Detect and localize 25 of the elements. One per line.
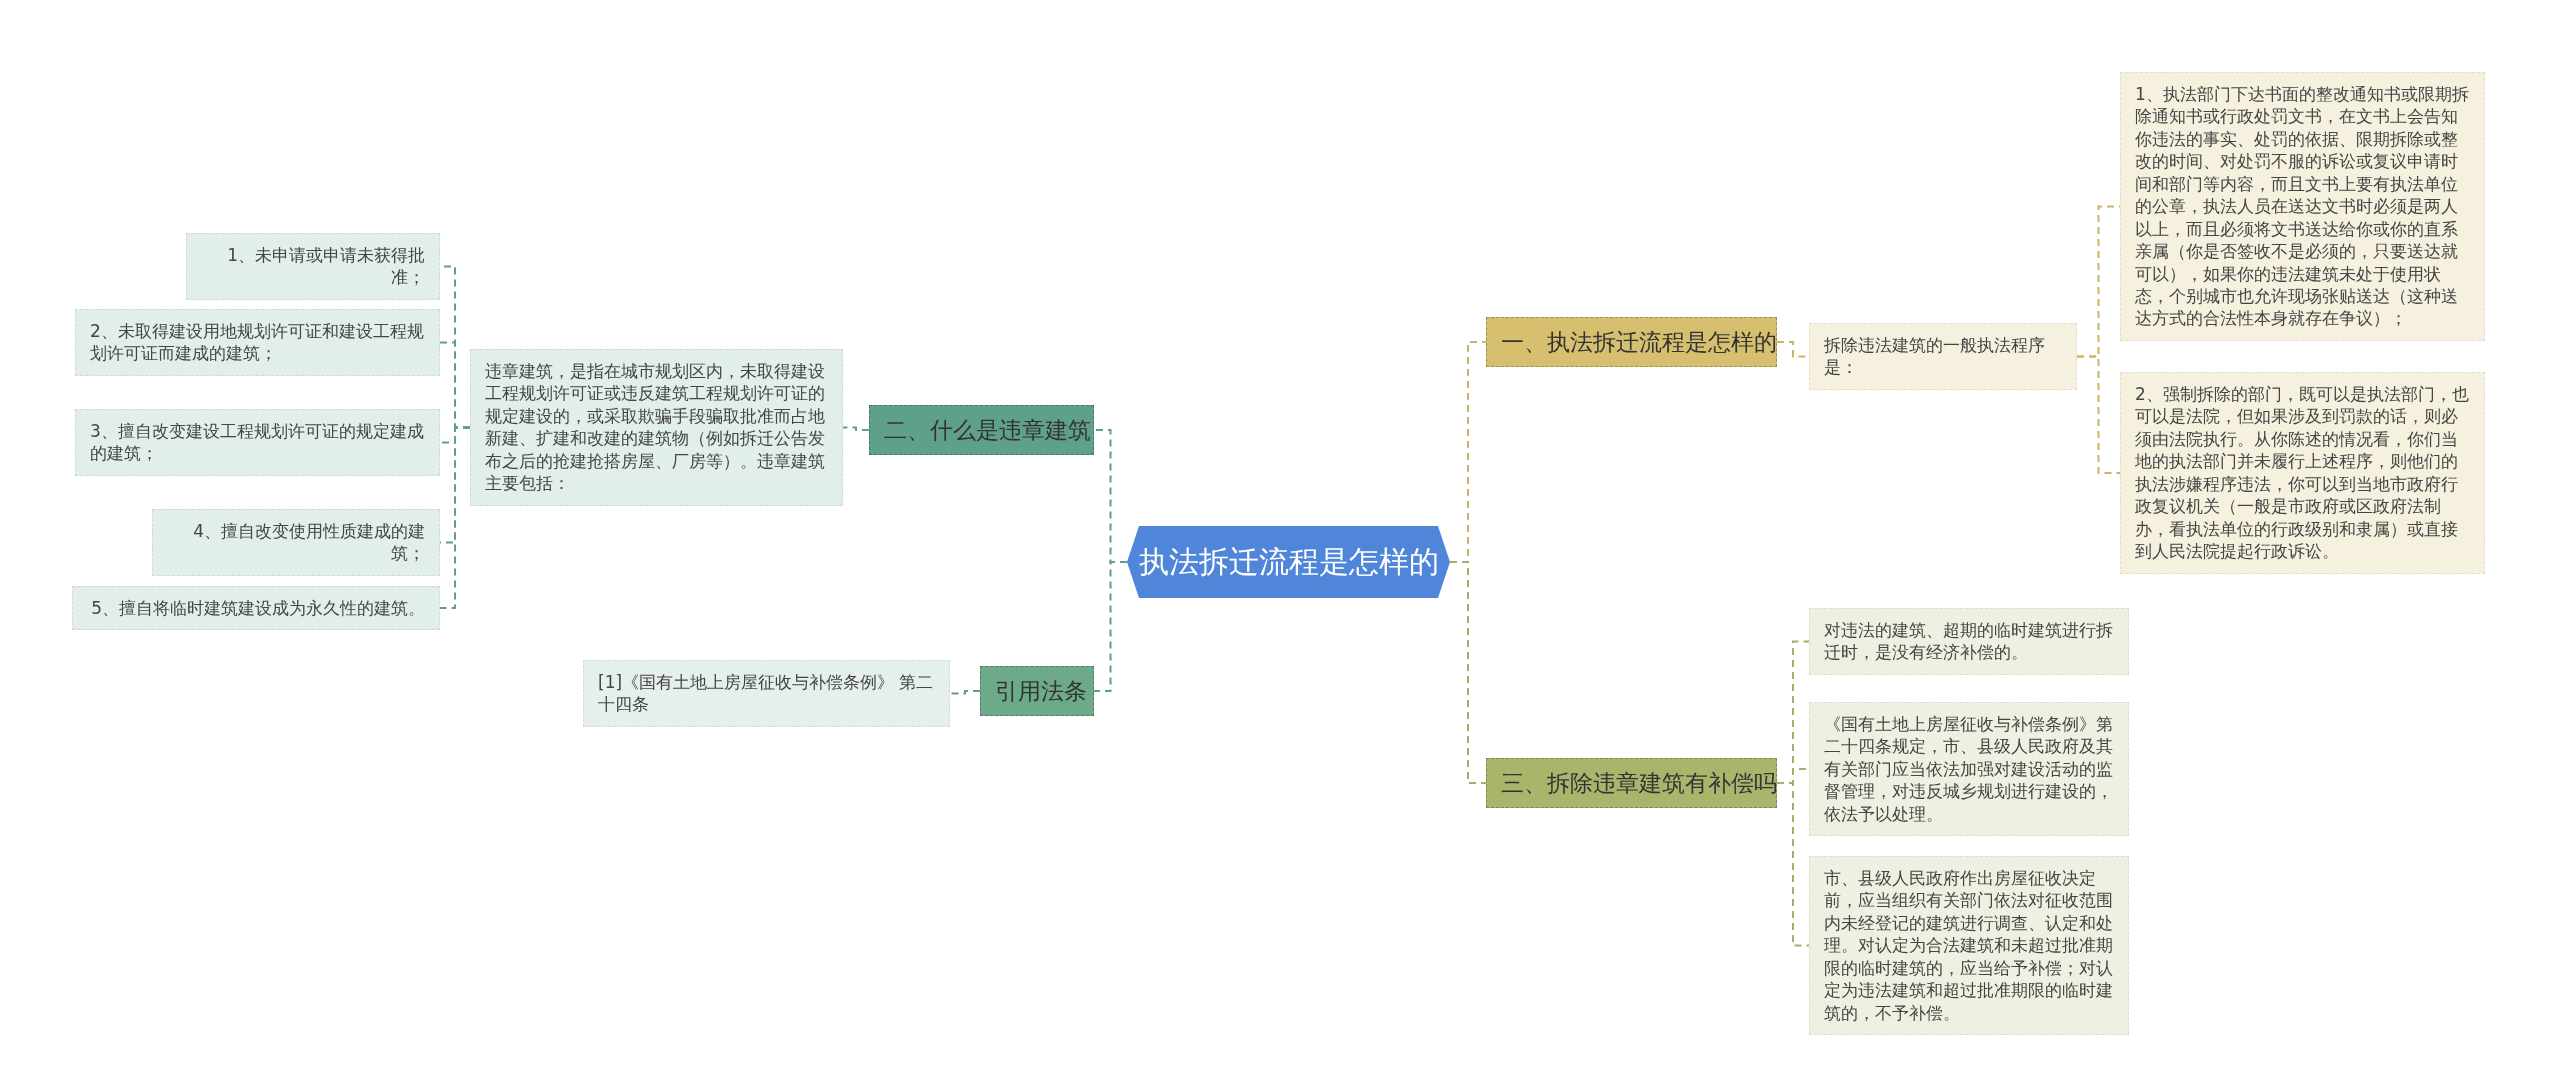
connector: [439, 426, 471, 609]
branch-box: 引用法条: [980, 666, 1094, 717]
text-box: 1、执法部门下达书面的整改通知书或限期拆除通知书或行政处罚文书，在文书上会告知你违法的事实、处罚的依据、限期拆除或整改的时间、对处罚不服的诉讼或复议申请时间和部门等内容，而且文书上要有执法单位的公章，执法人员在送达文书时必须是两人以上，而且必须将文书送达给你或你的直系亲属（你是否签收不是必须的，只要送达就可以），如果你的违法建筑未处于使用状态，个别城市也允许现场张贴送达（这种送达方式的合法性本身就存在争议）；: [2120, 72, 2485, 341]
text-box: 1、未申请或申请未获得批准；: [186, 233, 440, 300]
text-box: 3、擅自改变建设工程规划许可证的规定建成的建筑；: [75, 409, 440, 476]
text-box: 《国有土地上房屋征收与补偿条例》第二十四条规定，市、县级人民政府及其有关部门应当依法加强对建设活动的监督管理，对违反城乡规划进行建设的，依法予以处理。: [1809, 702, 2129, 837]
connector: [842, 426, 870, 431]
text-box: 4、擅自改变使用性质建成的建筑；: [152, 509, 440, 576]
text-box: 市、县级人民政府作出房屋征收决定前，应当组织有关部门依法对征收范围内未经登记的建筑进行调查、认定和处理。对认定为合法建筑和未超过批准期限的临时建筑的，应当给予补偿；对认定为违法建筑和超过批准期限的临时建筑的，不予补偿。: [1809, 856, 2129, 1036]
branch-box: 一、执法拆迁流程是怎样的: [1486, 317, 1777, 368]
text-box: 5、擅自将临时建筑建设成为永久性的建筑。: [72, 586, 440, 631]
text-box: 2、强制拆除的部门，既可以是执法部门，也可以是法院，但如果涉及到罚款的话，则必须由法院执行。从你陈述的情况看，你们当地的执法部门并未履行上述程序，则他们的执法涉嫌程序违法，你可以到当地市政府行政复议机关（一般是市政府或区政府法制办，看执法单位的行政级别和隶属）或直接到人民法院提起行政诉讼。: [2120, 372, 2485, 574]
connector: [1093, 561, 1128, 692]
connector: [1449, 561, 1487, 784]
central-topic: 执法拆迁流程是怎样的: [1127, 526, 1450, 598]
branch-box: 二、什么是违章建筑: [869, 405, 1094, 456]
text-box: [1]《国有土地上房屋征收与补偿条例》 第二十四条: [583, 660, 950, 727]
connector: [1776, 782, 1810, 947]
connector: [949, 690, 981, 695]
connector: [2076, 355, 2121, 474]
text-box: 拆除违法建筑的一般执法程序是：: [1809, 323, 2077, 390]
text-box: 对违法的建筑、超期的临时建筑进行拆迁时，是没有经济补偿的。: [1809, 608, 2129, 675]
branch-box: 三、拆除违章建筑有补偿吗: [1486, 758, 1777, 809]
text-box: 违章建筑，是指在城市规划区内，未取得建设工程规划许可证或违反建筑工程规划许可证的规定建设的，或采取欺骗手段骗取批准而占地新建、扩建和改建的建筑物（例如拆迁公告发布之后的抢建抢搭房屋、厂房等）。违章建筑主要包括：: [470, 349, 843, 506]
text-box: 2、未取得建设用地规划许可证和建设工程规划许可证而建成的建筑；: [75, 309, 440, 376]
